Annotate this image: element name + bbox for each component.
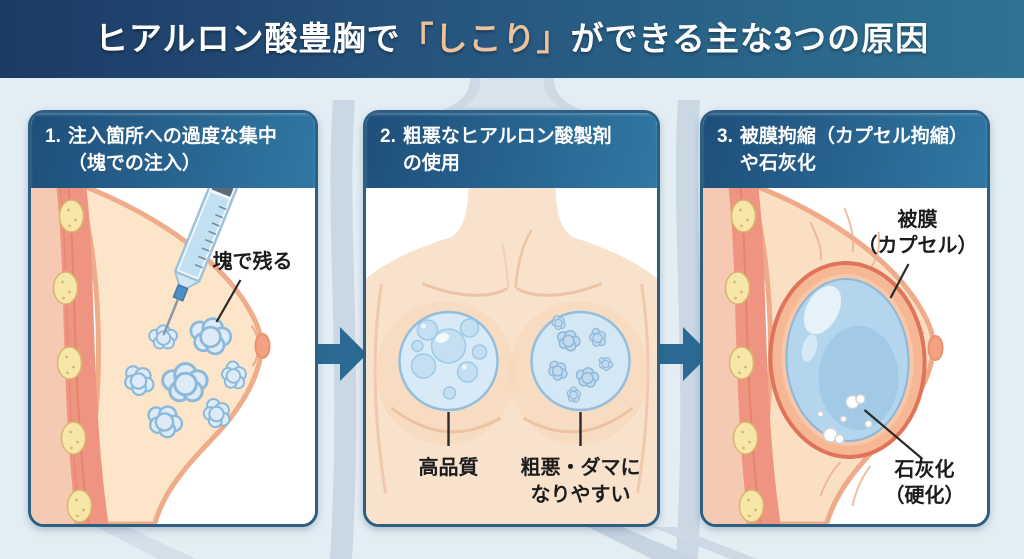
leg-silhouette-2 [652,527,757,559]
gel-filler [785,278,910,442]
title-prefix: ヒアルロン酸豊胸で [94,20,401,57]
leg-silhouette-1 [588,527,697,559]
nipple [927,335,944,361]
panel-1-header: 1. 注入箇所への過度な集中 （塊での注入） [31,113,315,188]
panel-1-number: 1. [45,126,61,147]
capsule-label-line1: 被膜 [898,207,938,231]
capsule-label-line2: （カプセル） [858,234,978,257]
lump-label: 塊で残る [213,249,293,273]
page-title: ヒアルロン酸豊胸で「しこり」ができる主な3つの原因 [95,20,929,57]
panel-cause-3: 3. 被膜拘縮（カプセル拘縮） や石灰化 [700,110,990,527]
arrow-right-icon [656,327,710,381]
panel-3-header: 3. 被膜拘縮（カプセル拘縮） や石灰化 [703,113,987,188]
panel-3-heading-line1: 被膜拘縮（カプセル拘縮） [739,126,968,147]
filler-comparison-illustration: 高品質 粗悪・ダマに なりやすい [366,188,657,524]
title-highlight: 「しこり」 [400,20,571,57]
leg-silhouette-3 [96,527,196,559]
arm-silhouette-left [330,100,357,559]
panel-1-heading: 注入箇所への過度な集中 （塊での注入） [68,124,277,188]
panel-1-heading-line1: 注入箇所への過度な集中 [67,126,277,147]
capsular-contracture-illustration: 被膜 （カプセル） 石灰化 （硬化） [703,188,978,524]
panel-3-number: 3. [717,126,733,147]
panel-3-heading: 被膜拘縮（カプセル拘縮） や石灰化 [740,124,968,188]
high-quality-label: 高品質 [419,455,479,479]
calcification-label-line1: 石灰化 [894,457,955,481]
panel-2-heading-line1: 粗悪なヒアルロン酸製剤 [402,126,612,147]
panel-2-heading-line2: の使用 [402,152,460,174]
neck-silhouette [462,78,562,108]
panel-2-number: 2. [380,126,396,147]
pointer-line [889,263,910,299]
calcification-label-line2: （硬化） [885,483,965,507]
poor-quality-label-line2: なりやすい [531,483,631,506]
nipple [250,325,271,367]
arm-silhouette-right [675,100,703,559]
chest-wall [31,188,264,524]
calcification-spots [816,393,873,445]
pointer-line [863,409,924,460]
panel-2-header: 2. 粗悪なヒアルロン酸製剤の使用 [366,113,657,188]
pointer-line [215,279,242,323]
injection-cross-section-illustration: 塊で残る [31,188,293,524]
syringe-icon [162,188,239,336]
panel-cause-1: 1. 注入箇所への過度な集中 （塊での注入） [28,110,318,527]
breast-outline [74,188,264,524]
title-suffix: ができる主な3つの原因 [570,20,930,57]
fat-lobules [724,199,765,523]
panel-3-heading-line2: や石灰化 [739,152,816,174]
panel-1-body: 塊で残る [31,188,315,524]
poor-quality-label-line1: 粗悪・ダマに [521,455,641,479]
fat-lobules [52,199,93,523]
panel-3-body: 被膜 （カプセル） 石灰化 （硬化） [703,188,987,524]
poor-quality-filler-circle [530,310,631,412]
arrow-right-icon [313,327,367,381]
panel-2-body: 高品質 粗悪・ダマに なりやすい [366,188,657,524]
panel-1-heading-line2: （塊での注入） [67,152,201,174]
high-quality-filler-circle [398,310,499,412]
panel-2-heading: 粗悪なヒアルロン酸製剤の使用 [403,124,612,188]
title-bar: ヒアルロン酸豊胸で「しこり」ができる主な3つの原因 [0,0,1024,78]
panel-cause-2: 2. 粗悪なヒアルロン酸製剤の使用 [363,110,660,527]
